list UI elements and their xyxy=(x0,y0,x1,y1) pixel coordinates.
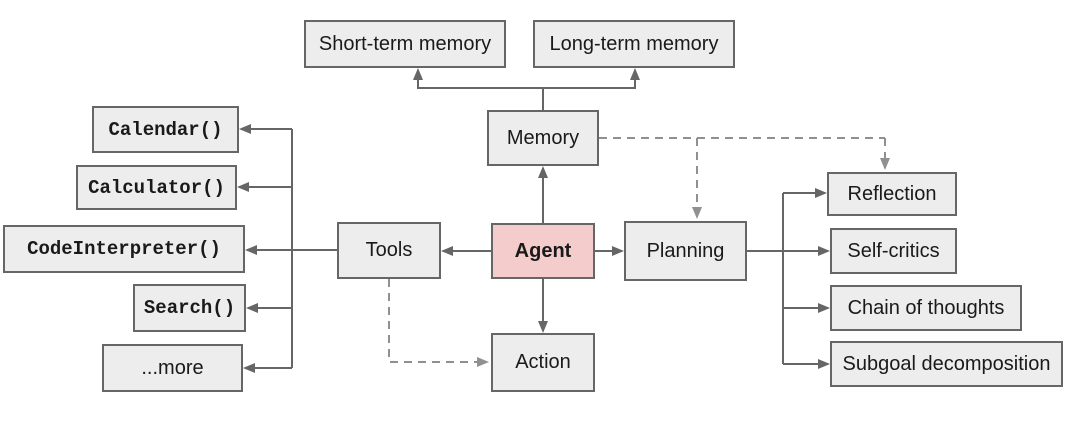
node-tools: Tools xyxy=(337,222,441,279)
node-calculator: Calculator() xyxy=(76,165,237,210)
solid-connectors xyxy=(237,68,830,373)
dashed-connectors xyxy=(388,137,890,367)
node-calendar: Calendar() xyxy=(92,106,239,153)
node-chain-of-thoughts: Chain of thoughts xyxy=(830,285,1022,331)
edge-planning-spine xyxy=(747,193,784,364)
node-planning: Planning xyxy=(624,221,747,281)
node-short-term-memory: Short-term memory xyxy=(304,20,506,68)
node-reflection: Reflection xyxy=(827,172,957,216)
node-search: Search() xyxy=(133,284,246,332)
node-long-term-memory: Long-term memory xyxy=(533,20,735,68)
node-code-interpreter: CodeInterpreter() xyxy=(3,225,245,273)
edge-tools-spine xyxy=(291,129,337,368)
node-self-critics: Self-critics xyxy=(830,228,957,274)
node-action: Action xyxy=(491,333,595,392)
node-agent: Agent xyxy=(491,223,595,279)
node-subgoal-decomposition: Subgoal decomposition xyxy=(830,341,1063,387)
node-memory: Memory xyxy=(487,110,599,166)
edge-memory-to-short-term xyxy=(413,68,544,110)
node-more-tools: ...more xyxy=(102,344,243,392)
edge-memory-to-long-term xyxy=(543,68,640,89)
dashed-tools-to-action xyxy=(388,279,489,367)
